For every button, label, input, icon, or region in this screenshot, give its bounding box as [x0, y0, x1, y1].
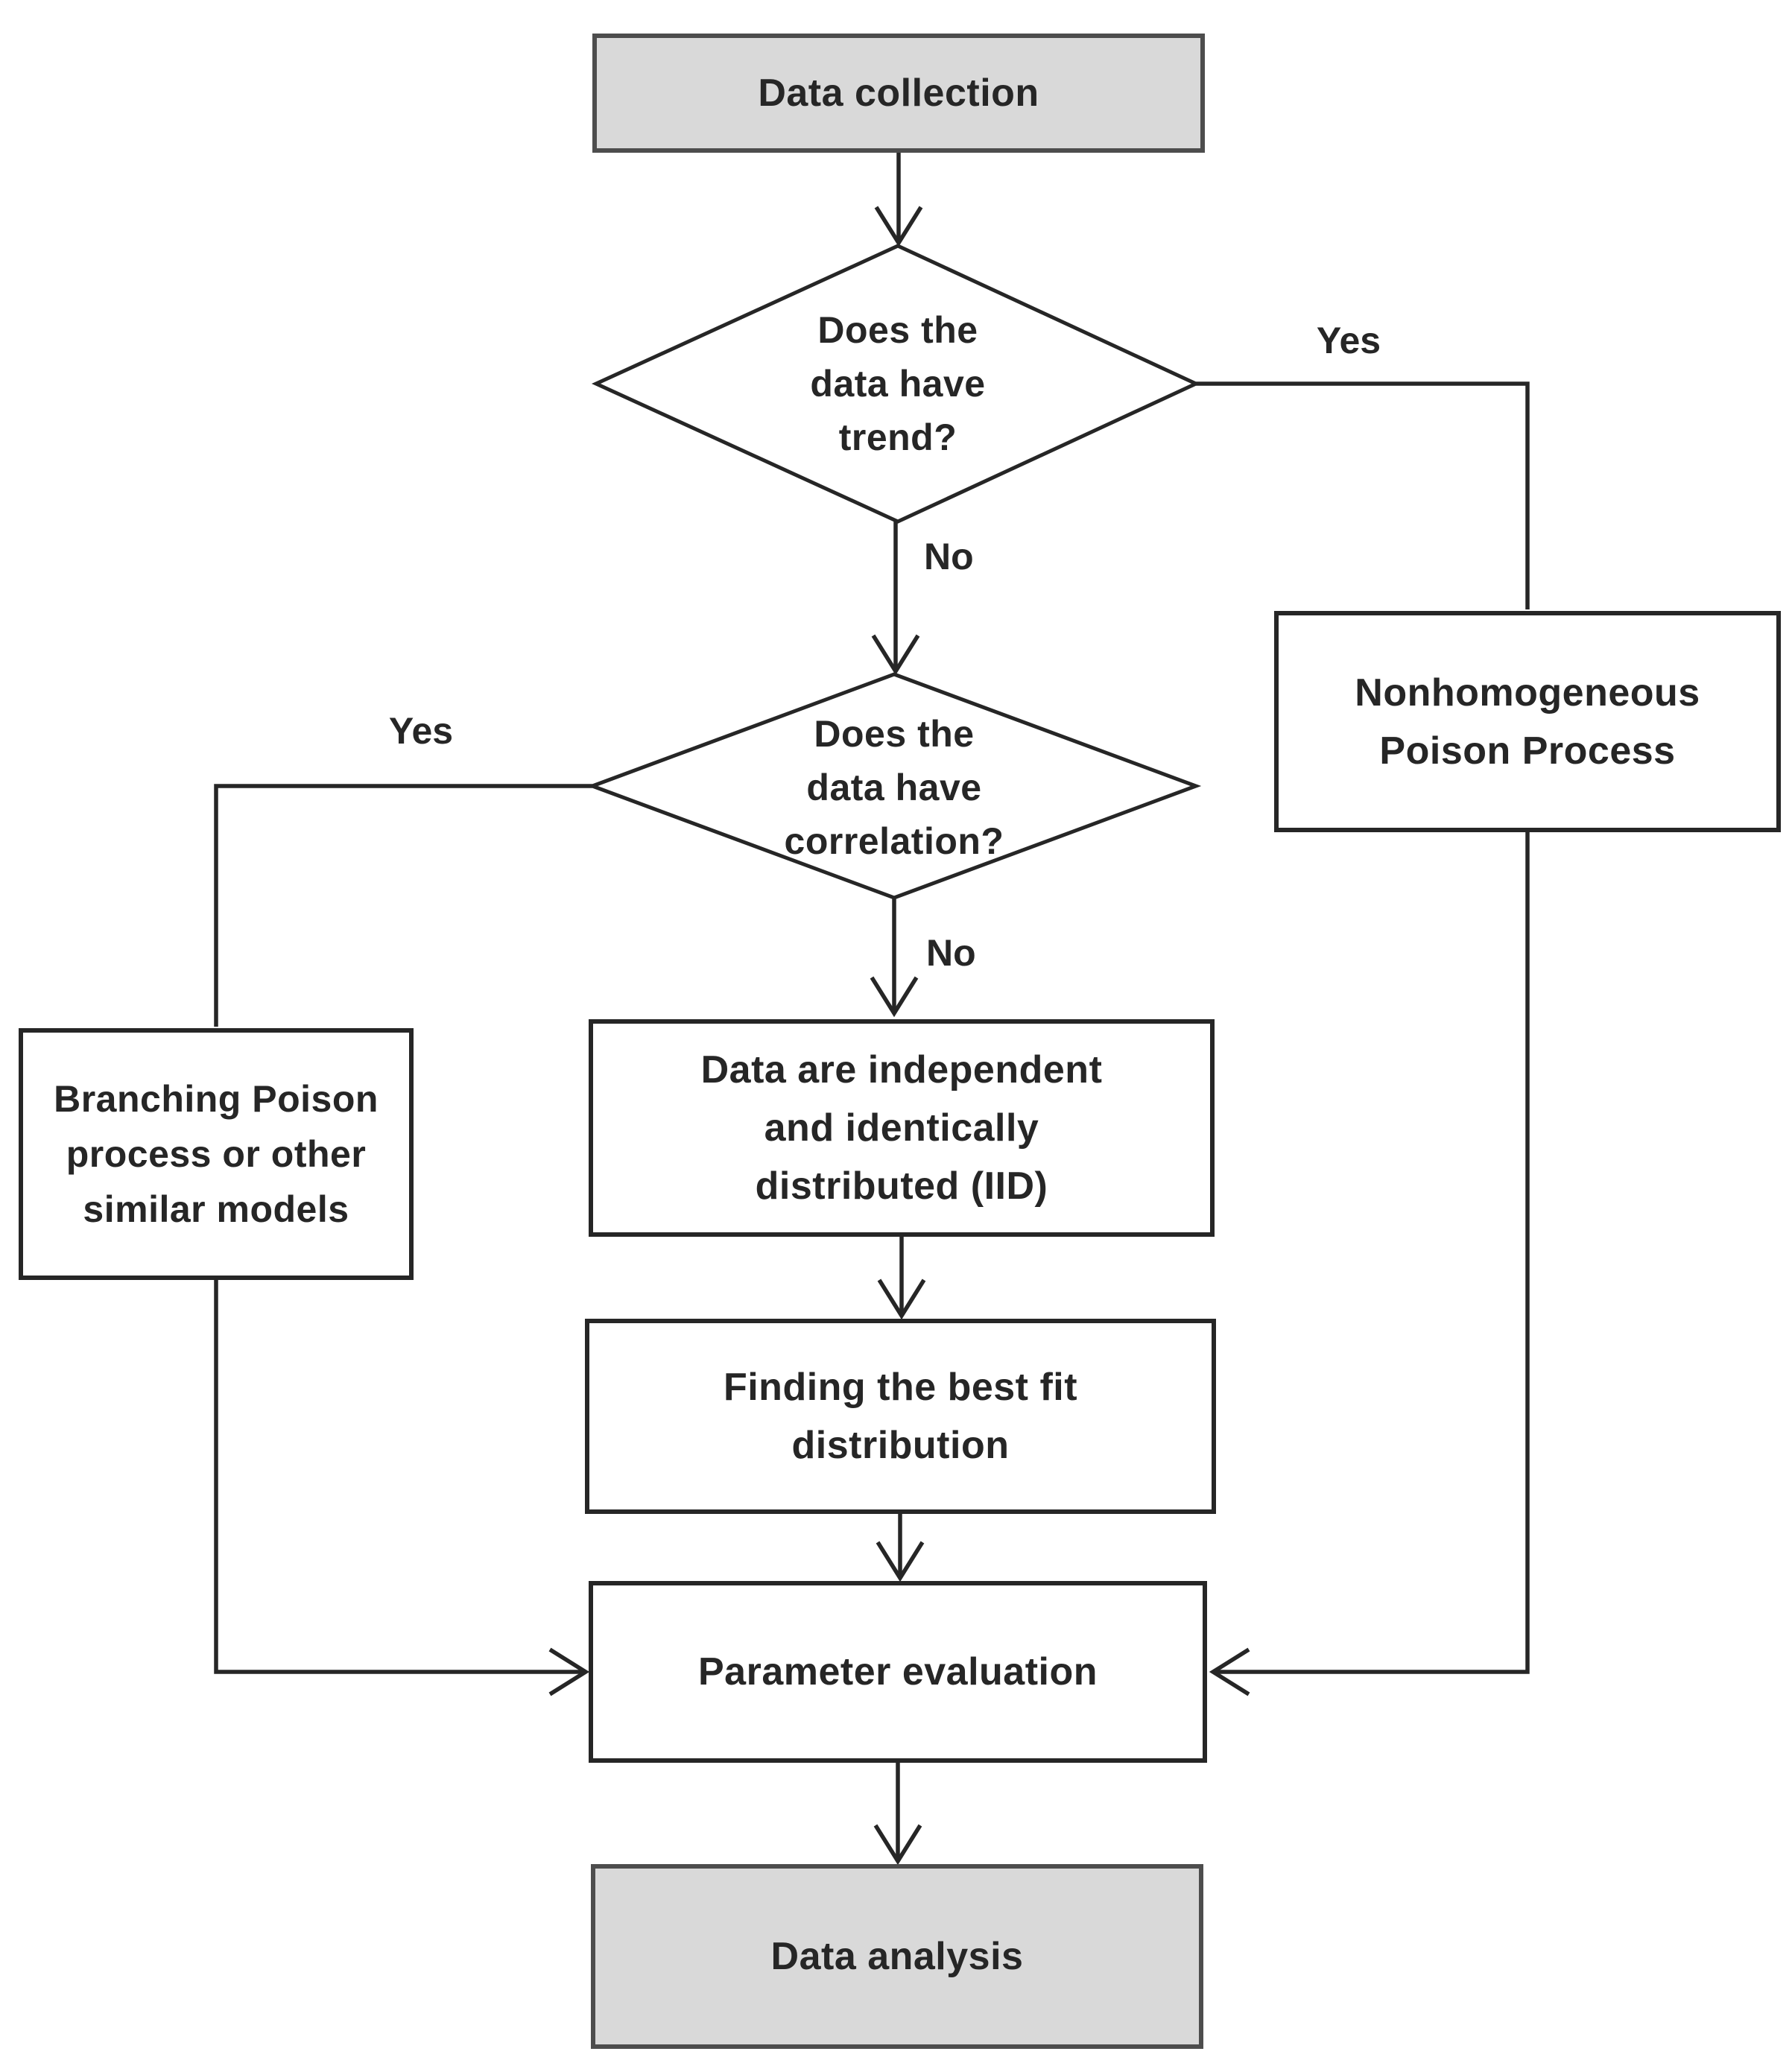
node-branching-poison-process: Branching Poison process or other simila… — [19, 1028, 414, 1280]
node-line: and identically — [764, 1106, 1039, 1150]
node-line: Branching Poison — [54, 1078, 379, 1120]
node-nonhomogeneous-poison-process: Nonhomogeneous Poison Process — [1274, 611, 1781, 832]
label-correlation-yes: Yes — [388, 710, 454, 752]
edge-trend-no — [871, 522, 920, 676]
edge-bestfit-to-parameter — [876, 1514, 925, 1582]
edge-trend-yes — [1196, 381, 1530, 609]
edge-collection-to-trend — [874, 153, 923, 247]
correlation-decision-shape — [586, 672, 1202, 900]
node-iid: Data are independent and identically dis… — [589, 1019, 1215, 1237]
node-line: Finding the best fit — [723, 1366, 1078, 1409]
edge-nonhomogeneous-to-parameter — [1209, 832, 1530, 1696]
edge-iid-to-bestfit — [877, 1237, 926, 1320]
node-data-analysis: Data analysis — [591, 1864, 1203, 2049]
label-trend-no: No — [924, 536, 974, 577]
node-label: Data collection — [758, 72, 1039, 115]
node-label: Parameter evaluation — [697, 1650, 1098, 1693]
edge-parameter-to-analysis — [873, 1763, 922, 1866]
label-trend-yes: Yes — [1316, 320, 1381, 361]
node-label: Data analysis — [770, 1935, 1024, 1978]
edge-correlation-no — [870, 898, 919, 1018]
node-line: Nonhomogeneous — [1355, 671, 1700, 714]
node-parameter-evaluation: Parameter evaluation — [589, 1581, 1207, 1763]
edge-correlation-yes — [214, 784, 592, 1027]
node-best-fit-distribution: Finding the best fit distribution — [585, 1319, 1216, 1514]
node-line: distributed (IID) — [755, 1164, 1048, 1208]
node-line: process or other — [66, 1133, 367, 1175]
trend-decision-shape — [591, 244, 1200, 524]
node-line: distribution — [791, 1424, 1010, 1467]
node-data-collection: Data collection — [592, 34, 1205, 153]
edge-branching-to-parameter — [214, 1280, 590, 1696]
node-line: similar models — [83, 1188, 349, 1230]
node-line: Poison Process — [1379, 729, 1676, 773]
label-correlation-no: No — [926, 932, 976, 974]
node-line: Data are independent — [700, 1048, 1103, 1091]
